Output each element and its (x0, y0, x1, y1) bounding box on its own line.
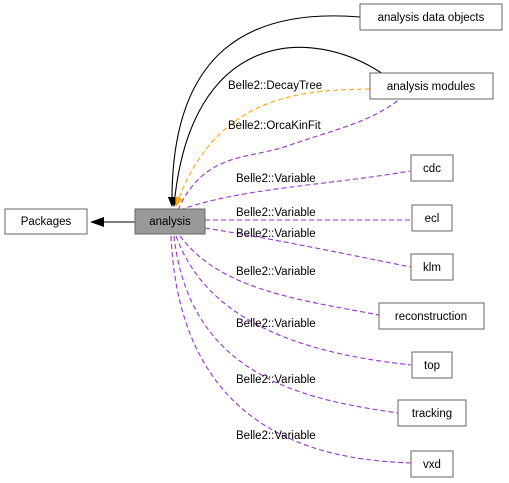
edge-label-reconstruction: Belle2::Variable (236, 266, 316, 278)
node-analysis-data-objects-label: analysis data objects (378, 12, 485, 24)
edge-variable-cdc (179, 170, 411, 211)
node-packages-label: Packages (21, 216, 72, 228)
node-analysis-label: analysis (149, 216, 191, 228)
node-reconstruction-label: reconstruction (395, 311, 467, 323)
edge-label-klm: Belle2::Variable (236, 228, 316, 240)
node-cdc-label: cdc (423, 163, 441, 175)
node-ecl-label: ecl (425, 213, 440, 225)
edge-variable-klm (204, 227, 412, 268)
node-vxd[interactable]: vxd (410, 450, 454, 478)
edge-variable-tracking (173, 235, 399, 414)
edge-label-tracking: Belle2::Variable (236, 374, 316, 386)
edge-variable-vxd (170, 235, 412, 464)
node-klm-label: klm (423, 262, 441, 274)
edge-label-vxd: Belle2::Variable (236, 430, 316, 442)
edge-label-ecl: Belle2::Variable (236, 207, 316, 219)
edge-variable-top (175, 235, 412, 366)
node-tracking[interactable]: tracking (397, 399, 467, 427)
edge-label-cdc: Belle2::Variable (236, 173, 316, 185)
node-packages[interactable]: Packages (4, 208, 88, 235)
node-top[interactable]: top (411, 351, 453, 379)
node-analysis[interactable]: analysis (134, 208, 206, 235)
node-tracking-label: tracking (412, 408, 452, 420)
edge-decaytree (175, 88, 371, 207)
node-analysis-modules-label: analysis modules (387, 81, 475, 93)
edge-label-orcakinfit: Belle2::OrcaKinFit (228, 120, 321, 132)
node-cdc[interactable]: cdc (410, 154, 454, 182)
node-klm[interactable]: klm (410, 253, 454, 281)
edge-label-top: Belle2::Variable (236, 318, 316, 330)
edge-variable-reconstruction (179, 235, 380, 316)
node-reconstruction[interactable]: reconstruction (378, 302, 485, 330)
node-top-label: top (424, 360, 440, 372)
edge-label-decaytree: Belle2::DecayTree (228, 80, 322, 92)
edge-data-objects-to-analysis (167, 15, 361, 207)
node-vxd-label: vxd (423, 459, 441, 471)
node-ecl[interactable]: ecl (411, 204, 453, 232)
edge-modules-to-analysis (170, 46, 384, 207)
node-analysis-modules[interactable]: analysis modules (369, 72, 494, 100)
node-analysis-data-objects[interactable]: analysis data objects (359, 3, 503, 31)
edge-orcakinfit (177, 98, 401, 211)
